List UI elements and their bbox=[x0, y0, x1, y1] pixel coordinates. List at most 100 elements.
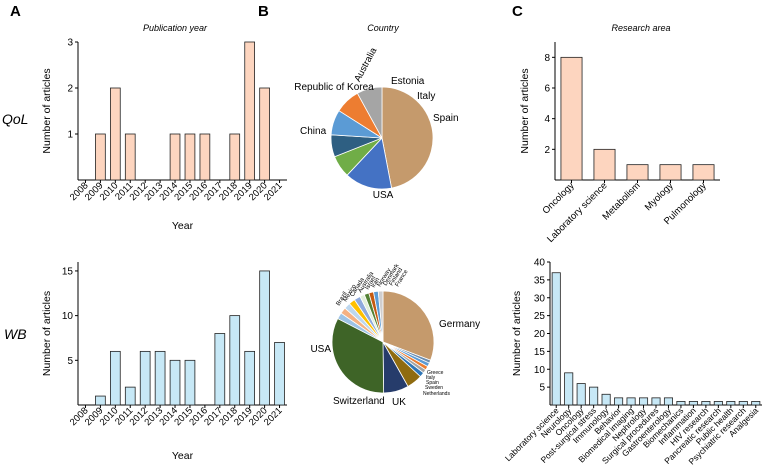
y-axis-title: Number of articles bbox=[41, 68, 53, 153]
bar-laboratory-science bbox=[593, 148, 616, 181]
slice-label: Italy bbox=[417, 91, 435, 102]
bar-metabolism bbox=[626, 164, 649, 181]
bar-post-surgical-stress bbox=[589, 386, 599, 406]
bar-inflammation bbox=[688, 401, 698, 406]
panel-label-a: A bbox=[10, 3, 21, 20]
bar-2014 bbox=[169, 133, 181, 181]
bar-2017 bbox=[214, 333, 226, 406]
slice-label: Greece bbox=[427, 370, 444, 376]
bar-2010 bbox=[109, 87, 121, 181]
bar-2019 bbox=[244, 350, 256, 406]
bar-2016 bbox=[199, 133, 211, 181]
bar-hiv-research bbox=[701, 401, 711, 406]
bar-2012 bbox=[139, 350, 151, 406]
y-tick-label: 6 bbox=[544, 84, 550, 95]
bar-neurology bbox=[564, 372, 574, 406]
x-axis-title: Year bbox=[172, 220, 194, 232]
bar-oncology bbox=[576, 383, 586, 406]
bar-2020 bbox=[259, 87, 270, 181]
section-title-publication-year: Publication year bbox=[143, 23, 208, 33]
bar-2015 bbox=[184, 359, 196, 406]
slice-label: Netherlands bbox=[423, 391, 450, 397]
y-tick-label: 30 bbox=[534, 293, 546, 304]
bar-nephrology bbox=[639, 397, 649, 406]
y-tick-label: 2 bbox=[544, 145, 550, 156]
bar-biomedical-imaging bbox=[626, 397, 636, 406]
bar-oncology bbox=[560, 56, 583, 181]
slice-label: Italy bbox=[426, 375, 436, 381]
slice-usa bbox=[381, 86, 434, 189]
panel-label-b: B bbox=[258, 3, 269, 20]
row-label-wb: WB bbox=[4, 326, 27, 342]
bar-2015 bbox=[184, 133, 196, 181]
bar-laboratory-science bbox=[551, 272, 561, 406]
x-axis-title: Year bbox=[172, 450, 194, 462]
slice-label: USA bbox=[373, 190, 394, 201]
slice-label: China bbox=[300, 126, 327, 137]
bar-gastroenterology bbox=[663, 397, 673, 406]
y-tick-label: 8 bbox=[544, 53, 550, 64]
bar-psychiatric-research bbox=[738, 401, 748, 406]
panel-label-c: C bbox=[512, 3, 523, 20]
chart-qol-year: 1232008200920102011201220132014201520162… bbox=[41, 38, 287, 232]
bar-myology bbox=[659, 164, 682, 181]
x-tick-label: Laboratory science bbox=[545, 180, 610, 245]
bar-2011 bbox=[124, 386, 136, 406]
y-tick-label: 15 bbox=[62, 266, 74, 277]
slice-label: Estonia bbox=[391, 76, 425, 87]
slice-label: Spain bbox=[433, 113, 459, 124]
slice-china bbox=[346, 137, 393, 190]
charts-layer: 1232008200920102011201220132014201520162… bbox=[41, 38, 762, 467]
section-title-research-area: Research area bbox=[611, 23, 670, 33]
bar-2018 bbox=[229, 315, 241, 406]
bar-2010 bbox=[109, 350, 121, 406]
bar-2013 bbox=[154, 350, 166, 406]
bar-pulmonology bbox=[692, 164, 715, 181]
bar-analgesia bbox=[751, 401, 761, 406]
slice-spain bbox=[356, 86, 383, 139]
slice-label: Australia bbox=[352, 45, 379, 83]
bar-2021 bbox=[274, 342, 285, 406]
slice-label: USA bbox=[310, 344, 331, 355]
bar-2011 bbox=[124, 133, 136, 181]
bar-biomechanics bbox=[676, 401, 686, 406]
x-tick-label: Myology bbox=[643, 180, 676, 213]
slice-label: Republic of Korea bbox=[294, 82, 374, 93]
y-axis-title: Number of articles bbox=[511, 291, 523, 376]
bar-2014 bbox=[169, 359, 181, 406]
y-tick-label: 10 bbox=[534, 365, 546, 376]
slice-label: Germany bbox=[439, 319, 480, 330]
bar-2020 bbox=[259, 270, 270, 406]
y-tick-label: 5 bbox=[539, 383, 545, 394]
slice-france bbox=[377, 290, 384, 343]
y-tick-label: 2 bbox=[67, 84, 73, 95]
slice-usa bbox=[331, 318, 385, 394]
y-tick-label: 35 bbox=[534, 275, 546, 286]
slice-label: Switzerland bbox=[333, 396, 385, 407]
bar-public-health bbox=[726, 401, 736, 406]
slice-label: Sweden bbox=[425, 385, 443, 391]
section-title-country: Country bbox=[367, 23, 399, 33]
y-tick-label: 25 bbox=[534, 311, 546, 322]
y-tick-label: 15 bbox=[534, 347, 546, 358]
slice-label: UK bbox=[392, 397, 406, 408]
y-axis-title: Number of articles bbox=[41, 291, 53, 376]
y-tick-label: 20 bbox=[534, 329, 546, 340]
row-label-qol: QoL bbox=[2, 111, 28, 127]
bar-2009 bbox=[95, 133, 106, 181]
bar-2009 bbox=[95, 395, 106, 406]
slice-germany bbox=[382, 290, 435, 361]
bar-surgical-procedures bbox=[651, 397, 661, 406]
bar-2018 bbox=[229, 133, 241, 181]
chart-wb-year: 5101520082009201020112012201320142015201… bbox=[41, 262, 287, 462]
bar-2019 bbox=[244, 41, 256, 181]
y-tick-label: 10 bbox=[62, 311, 74, 322]
y-tick-label: 5 bbox=[67, 356, 73, 367]
chart-wb-country: GermanyGreeceItalySpainSwedenNetherlands… bbox=[310, 262, 480, 408]
y-tick-label: 40 bbox=[534, 258, 546, 269]
bar-immunology bbox=[601, 393, 611, 406]
